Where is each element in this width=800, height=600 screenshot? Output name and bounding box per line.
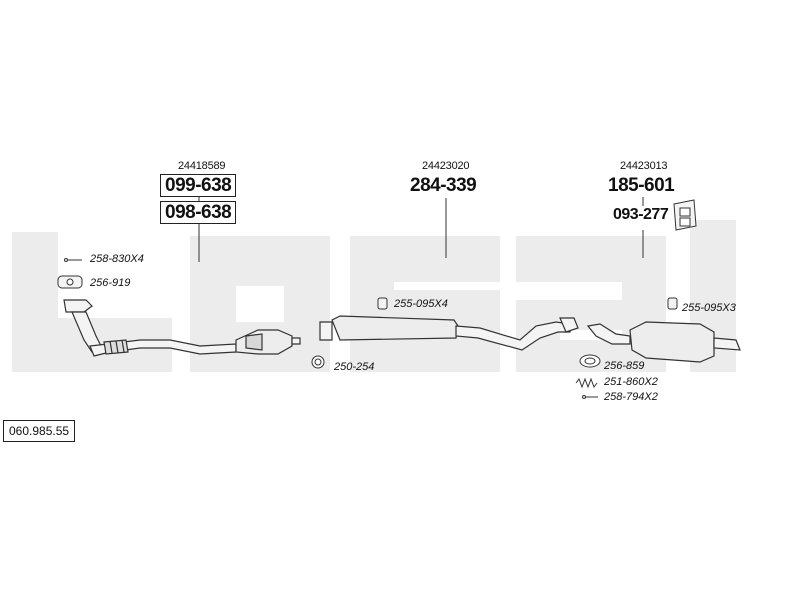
part-number-093-277[interactable]: 093-277 [613,206,669,223]
oe-number-2: 24423020 [422,160,470,172]
rubber-mount-icon [377,297,388,310]
clamp-icon [311,355,325,369]
spring-icon [575,377,598,389]
accessory-label[interactable]: 258-794X2 [604,391,658,403]
bolt-icon [64,258,82,262]
part-number-185-601[interactable]: 185-601 [608,175,675,196]
rubber-mount-icon [667,297,678,310]
accessory-label[interactable]: 255-095X4 [394,298,448,310]
accessory-label[interactable]: 255-095X3 [682,302,736,314]
gasket-ring-icon [579,354,601,368]
catalytic-converter [235,329,301,355]
diagram-code: 060.985.55 [3,420,76,442]
oe-number-1: 24418589 [178,160,226,172]
rear-silencer [586,321,741,363]
accessory-label[interactable]: 256-919 [90,277,131,289]
accessory-label[interactable]: 258-830X4 [90,253,144,265]
leader-lines [198,197,644,262]
gasket-icon [57,275,83,289]
part-number-284-339[interactable]: 284-339 [410,175,477,196]
accessory-label[interactable]: 251-860X2 [604,376,658,388]
part-number-099-638[interactable]: 099-638 [160,174,237,197]
accessory-label[interactable]: 256-859 [604,360,645,372]
bolt-icon [582,395,598,399]
accessory-icons [57,199,697,399]
part-number-098-638[interactable]: 098-638 [160,201,237,224]
middle-silencer [319,315,579,351]
front-pipe [63,299,237,357]
bracket-icon [673,199,697,231]
oe-number-3: 24423013 [620,160,668,172]
accessory-label[interactable]: 250-254 [334,361,375,373]
